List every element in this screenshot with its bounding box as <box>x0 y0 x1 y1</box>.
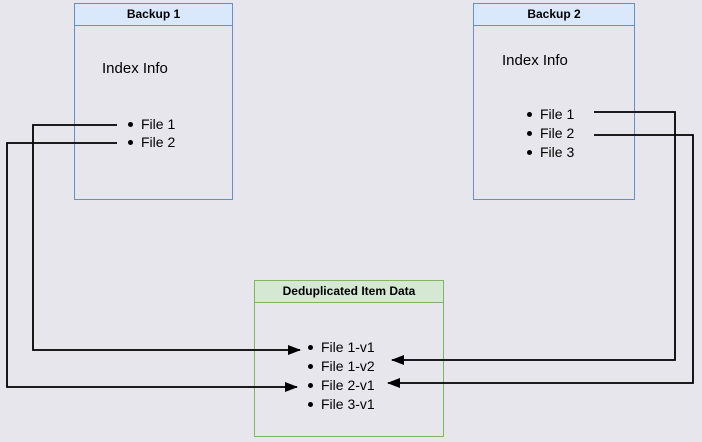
dedup-body: File 1-v1 File 1-v2 File 2-v1 File 3-v1 <box>255 303 443 434</box>
list-item: File 2 <box>526 124 574 143</box>
backup1-title: Backup 1 <box>75 4 232 26</box>
backup2-body: Index Info File 1 File 2 File 3 <box>474 26 634 197</box>
backup1-body: Index Info File 1 File 2 <box>75 26 232 197</box>
list-item: File 1 <box>127 115 175 133</box>
backup2-index-info-label: Index Info <box>502 52 568 69</box>
list-item: File 1-v1 <box>307 338 375 357</box>
backup1-file-list: File 1 File 2 <box>127 115 175 151</box>
dedup-title: Deduplicated Item Data <box>255 281 443 303</box>
list-item: File 3-v1 <box>307 395 375 414</box>
backup2-title: Backup 2 <box>474 4 634 26</box>
list-item: File 3 <box>526 143 574 162</box>
backup2-file-list: File 1 File 2 File 3 <box>526 105 574 162</box>
dedup-file-list: File 1-v1 File 1-v2 File 2-v1 File 3-v1 <box>307 338 375 414</box>
deduplicated-item-data-box: Deduplicated Item Data File 1-v1 File 1-… <box>254 280 444 437</box>
list-item: File 1 <box>526 105 574 124</box>
list-item: File 1-v2 <box>307 357 375 376</box>
list-item: File 2-v1 <box>307 376 375 395</box>
backup1-index-info-label: Index Info <box>102 60 168 77</box>
backup2-box: Backup 2 Index Info File 1 File 2 File 3 <box>473 3 635 200</box>
list-item: File 2 <box>127 133 175 151</box>
backup1-box: Backup 1 Index Info File 1 File 2 <box>74 3 233 200</box>
